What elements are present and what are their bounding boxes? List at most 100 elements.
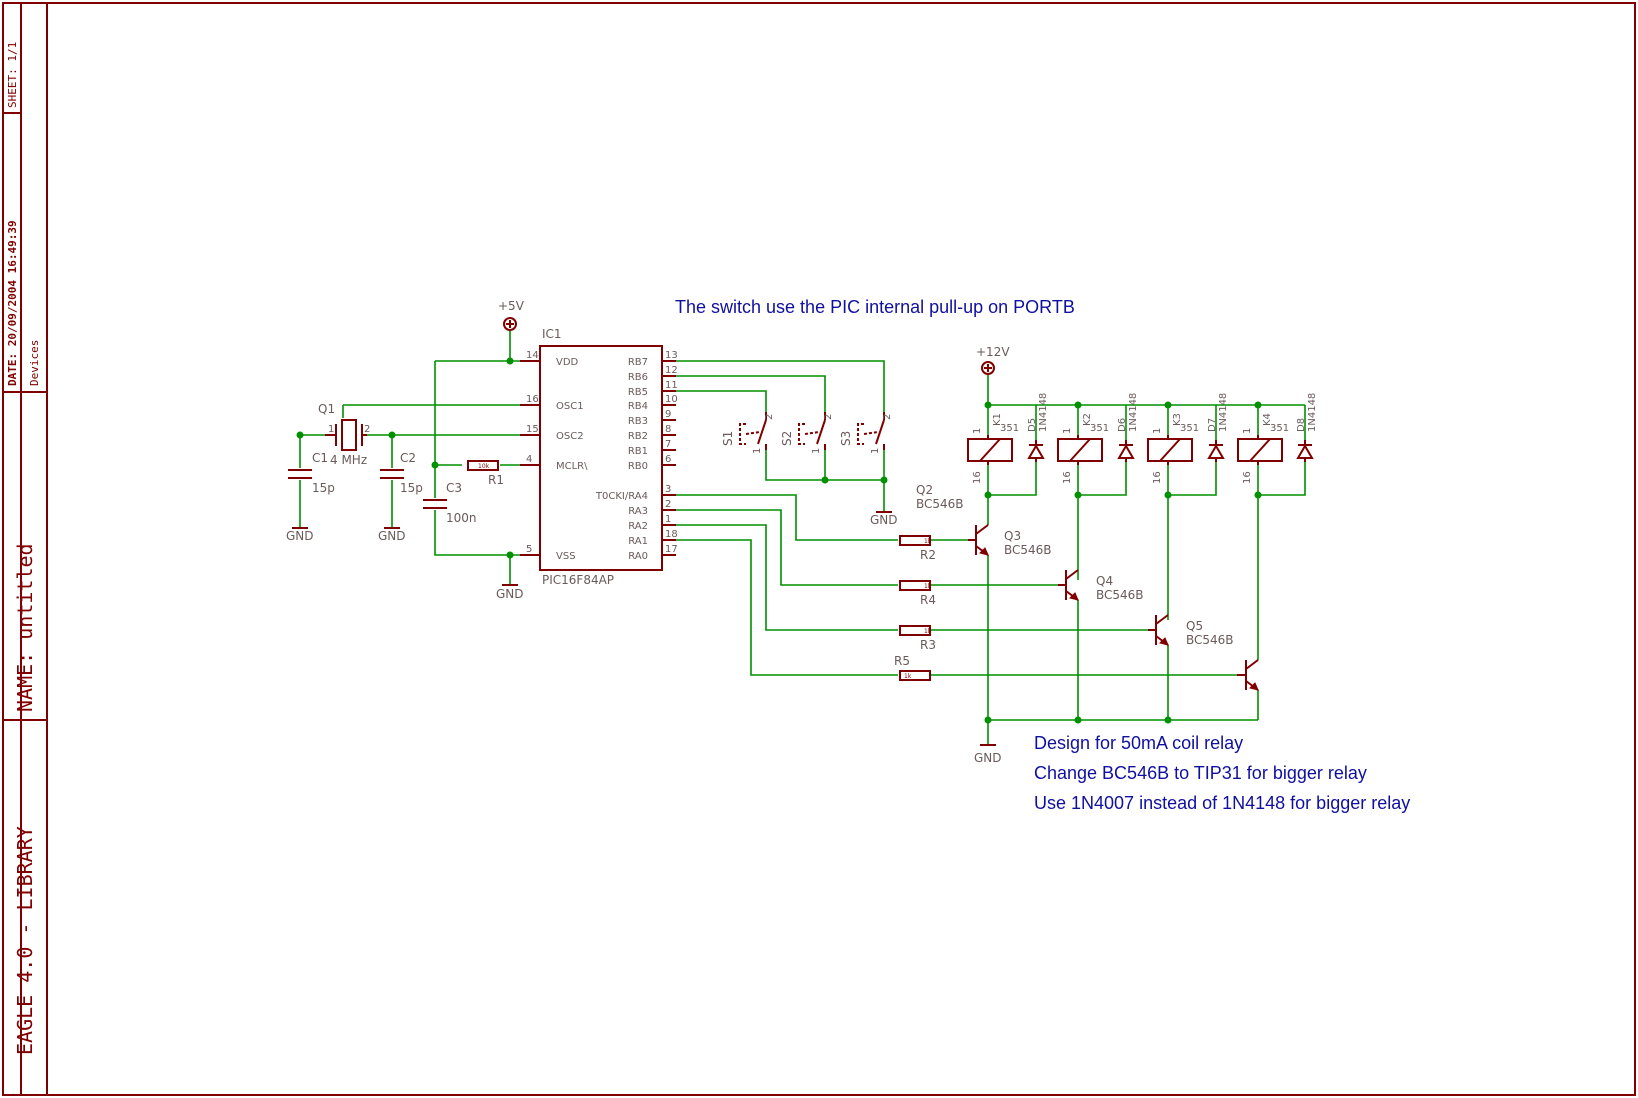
ic-pin-name: RB4 <box>628 401 648 412</box>
relay-type: 351 <box>1180 423 1199 434</box>
gnd-label-c1: GND <box>286 529 314 543</box>
ic-pin-name: RB2 <box>628 431 648 442</box>
vcc12-symbol: +12V <box>976 345 1010 375</box>
ic-pin-name: RA2 <box>628 521 648 532</box>
relay-pin-top: 1 <box>1242 428 1253 434</box>
relay-ref: K2 <box>1082 413 1093 426</box>
resistor-r2: 1k R2 <box>899 535 936 562</box>
ic-pin-name: T0CKI/RA4 <box>595 491 648 502</box>
gnd-label-switches: GND <box>870 513 898 527</box>
ic-pin-number: 1 <box>665 514 671 525</box>
q5-ref: Q5 <box>1186 619 1203 633</box>
gnd-symbol-drivers: GND <box>974 744 1002 765</box>
library-devices-label: Devices <box>28 340 41 386</box>
resistor-r5: 1k R5 <box>894 654 931 681</box>
r4-value: 1k <box>924 583 932 590</box>
r1-ref: R1 <box>488 473 504 487</box>
s2-pin2: 2 <box>823 414 834 420</box>
gnd-label-drivers: GND <box>974 751 1002 765</box>
relay-pin-top: 1 <box>972 428 983 434</box>
q2-value: BC546B <box>916 497 964 511</box>
gnd-symbol-c1: GND <box>286 527 314 543</box>
r2-ref: R2 <box>920 548 936 562</box>
gnd-label-ic: GND <box>496 587 524 601</box>
drawing-date: DATE: 20/09/2004 16:49:39 <box>6 220 19 386</box>
gnd-symbol-c2: GND <box>378 527 406 543</box>
ic-pin-number: 5 <box>526 544 532 555</box>
relay-type: 351 <box>1090 423 1109 434</box>
ic1-pic16f84: IC1 PIC16F84AP VDD14OSC116OSC215MCLR\4VS… <box>520 327 678 587</box>
ic-pin-number: 16 <box>526 394 539 405</box>
ic-pin-number: 3 <box>665 484 671 495</box>
ic-pin-number: 18 <box>665 529 678 540</box>
relay-pin-bottom: 16 <box>972 471 983 484</box>
ic-pin-name: OSC2 <box>556 431 584 442</box>
gnd-symbol-switches: GND <box>870 511 898 527</box>
s2-pin1: 1 <box>811 448 822 454</box>
r3-value: 1k <box>924 628 932 635</box>
ic-pin-number: 7 <box>665 439 671 450</box>
crystal-q1: Q1 4 MHz 1 2 <box>318 402 370 467</box>
ic-pin-number: 15 <box>526 424 539 435</box>
transistor-q6 <box>1237 659 1259 691</box>
junctions <box>296 357 1262 724</box>
ic-pin-name: RB7 <box>628 357 648 368</box>
s3-ref: S3 <box>839 431 853 446</box>
nets <box>299 331 1306 745</box>
vcc12-label: +12V <box>976 345 1010 359</box>
ic-pin-number: 6 <box>665 454 671 465</box>
diode-ref: D8 <box>1296 418 1307 432</box>
c3-ref: C3 <box>446 481 462 495</box>
crystal-pin1: 1 <box>328 424 334 435</box>
resistor-r4: 1k R4 <box>899 580 936 607</box>
transistor-q4: Q4 BC546B <box>1058 569 1144 602</box>
s1-pin2: 2 <box>764 414 775 420</box>
sheet-number: SHEET: 1/1 <box>6 42 19 108</box>
crystal-pin2: 2 <box>364 424 370 435</box>
relay-pin-top: 1 <box>1152 428 1163 434</box>
relay-type: 351 <box>1000 423 1019 434</box>
q4-ref: Q4 <box>1096 574 1113 588</box>
ic-pin-number: 10 <box>665 394 678 405</box>
ic-pin-number: 2 <box>665 499 671 510</box>
ic-pin-number: 11 <box>665 380 678 391</box>
crystal-ref: Q1 <box>318 402 335 416</box>
eagle-library-label: EAGLE 4.0 - LIBRARY <box>13 826 37 1055</box>
gnd-symbol-ic: GND <box>496 584 524 601</box>
c1-ref: C1 <box>312 451 328 465</box>
s2-ref: S2 <box>780 431 794 446</box>
drawing-name: NAME: untitled <box>13 543 37 712</box>
ic-pin-name: RA0 <box>628 551 648 562</box>
q4-value: BC546B <box>1096 588 1144 602</box>
c1-value: 15p <box>312 481 335 495</box>
ic-pin-number: 14 <box>526 350 539 361</box>
s3-pin1: 1 <box>870 448 881 454</box>
q5-value: BC546B <box>1186 633 1234 647</box>
ic-pin-number: 13 <box>665 350 678 361</box>
diode-value: 1N4148 <box>1218 393 1229 432</box>
s1-ref: S1 <box>721 431 735 446</box>
ic1-ref: IC1 <box>542 327 562 341</box>
r3-ref: R3 <box>920 638 936 652</box>
relay-pin-bottom: 16 <box>1152 471 1163 484</box>
relay-pin-bottom: 16 <box>1062 471 1073 484</box>
diode-ref: D5 <box>1027 418 1038 432</box>
relay-ref: K1 <box>992 413 1003 426</box>
q3-value: BC546B <box>1004 543 1052 557</box>
ic-pin-name: RB1 <box>628 446 648 457</box>
s1-pin1: 1 <box>752 448 763 454</box>
switch-s1: S1 2 1 <box>721 412 775 454</box>
r2-value: 1k <box>924 538 932 545</box>
design-note-coil: Design for 50mA coil relay <box>1034 733 1243 753</box>
transistor-q3: Q2 BC546B Q3 BC546B <box>916 483 1052 557</box>
